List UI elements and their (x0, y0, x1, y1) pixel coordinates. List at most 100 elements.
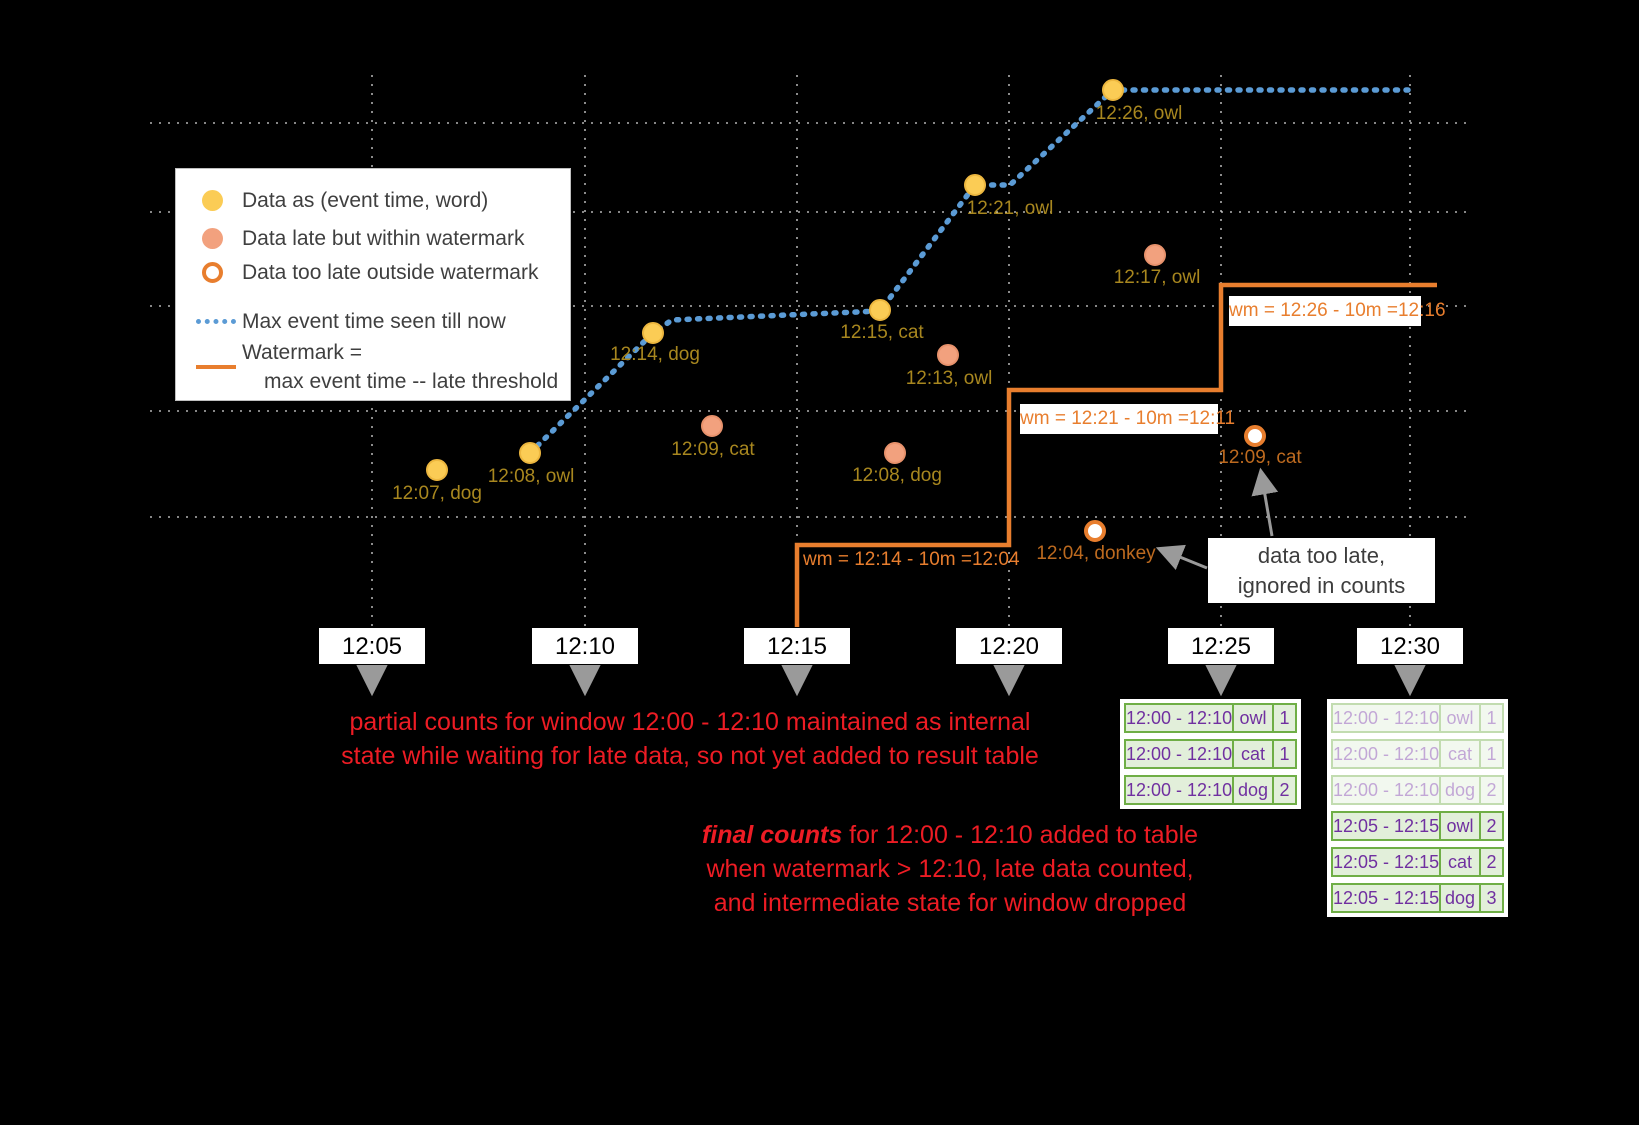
data-point-event (964, 174, 986, 196)
legend-label: Data as (event time, word) (242, 189, 489, 212)
event-dot-swatch (202, 190, 223, 211)
count-cell: 2 (1479, 847, 1504, 877)
window-cell: 12:00 - 12:10 (1124, 739, 1234, 769)
axis-tick-12-30: 12:30 (1357, 628, 1463, 664)
window-cell: 12:05 - 12:15 (1331, 883, 1441, 913)
word-cell: cat (1439, 847, 1481, 877)
data-point-label: 12:07, dog (392, 483, 482, 504)
table-row: 12:00 - 12:10 cat 1 (1124, 739, 1297, 769)
table-row: 12:00 - 12:10 dog 2 (1124, 775, 1297, 805)
legend-label: Data too late outside watermark (242, 261, 539, 284)
legend-label: Max event time seen till now (242, 310, 506, 333)
data-point-label: 12:21, owl (966, 198, 1054, 219)
max-event-line-swatch (196, 319, 236, 324)
result-table-final: 12:00 - 12:10 owl 1 12:00 - 12:10 cat 1 … (1327, 699, 1508, 917)
partial-counts-note: partial counts for window 12:00 - 12:10 … (240, 705, 1140, 773)
final-counts-emphasis: final counts (701, 821, 843, 849)
data-point-event (642, 322, 664, 344)
data-point-event (869, 299, 891, 321)
count-cell: 1 (1272, 703, 1297, 733)
legend: Data as (event time, word) Data late but… (175, 168, 571, 401)
watermark-label-2: wm = 12:21 - 10m =12:11 (1020, 404, 1235, 434)
word-cell: owl (1439, 703, 1481, 733)
data-point-event (519, 442, 541, 464)
data-point-label: 12:04, donkey (1036, 543, 1156, 564)
callout-line: data too late, (1257, 543, 1386, 568)
axis-tick-12-10: 12:10 (532, 628, 638, 664)
watermark-line-swatch (196, 365, 236, 369)
axis-tick-12-15: 12:15 (744, 628, 850, 664)
data-point-label: 12:26, owl (1095, 103, 1183, 124)
note-line-rest: for 12:00 - 12:10 added to table (842, 821, 1199, 849)
data-point-late (1144, 244, 1166, 266)
max-event-time-line (527, 87, 1418, 456)
window-cell: 12:00 - 12:10 (1331, 703, 1441, 733)
window-cell: 12:00 - 12:10 (1124, 703, 1234, 733)
axis-tick-12-05: 12:05 (319, 628, 425, 664)
legend-label: max event time -- late threshold (264, 370, 559, 393)
word-cell: dog (1232, 775, 1274, 805)
count-cell: 1 (1479, 739, 1504, 769)
word-cell: owl (1439, 811, 1481, 841)
window-cell: 12:00 - 12:10 (1124, 775, 1234, 805)
word-cell: cat (1439, 739, 1481, 769)
note-line: partial counts for window 12:00 - 12:10 … (349, 708, 1031, 736)
legend-label: Watermark = (242, 341, 362, 364)
too-late-callout: data too late, ignored in counts (1208, 538, 1435, 603)
data-point-too-late (1244, 425, 1266, 447)
watermark-step-line (794, 282, 1437, 627)
table-row: 12:00 - 12:10 cat 1 (1331, 739, 1504, 769)
data-point-too-late (1084, 520, 1106, 542)
watermark-label-1: wm = 12:14 - 10m =12:04 (803, 549, 1020, 570)
word-cell: owl (1232, 703, 1274, 733)
note-line: state while waiting for late data, so no… (341, 742, 1039, 770)
legend-label: Data late but within watermark (242, 227, 525, 250)
table-row: 12:00 - 12:10 owl 1 (1331, 703, 1504, 733)
table-row: 12:00 - 12:10 owl 1 (1124, 703, 1297, 733)
table-row: 12:00 - 12:10 dog 2 (1331, 775, 1504, 805)
window-cell: 12:00 - 12:10 (1331, 775, 1441, 805)
word-cell: cat (1232, 739, 1274, 769)
result-table-partial: 12:00 - 12:10 owl 1 12:00 - 12:10 cat 1 … (1120, 699, 1301, 809)
count-cell: 2 (1272, 775, 1297, 805)
data-point-label: 12:13, owl (905, 368, 993, 389)
data-point-event (1102, 79, 1124, 101)
word-cell: dog (1439, 775, 1481, 805)
word-cell: dog (1439, 883, 1481, 913)
count-cell: 2 (1479, 775, 1504, 805)
axis-tick-12-20: 12:20 (956, 628, 1062, 664)
data-point-label: 12:09, cat (1218, 447, 1302, 468)
window-cell: 12:00 - 12:10 (1331, 739, 1441, 769)
data-point-event (426, 459, 448, 481)
count-cell: 3 (1479, 883, 1504, 913)
callout-arrows (1155, 467, 1279, 570)
note-line: final counts for 12:00 - 12:10 added to … (690, 818, 1210, 852)
data-point-label: 12:14, dog (610, 344, 700, 365)
too-late-dot-swatch (202, 262, 223, 283)
window-cell: 12:05 - 12:15 (1331, 811, 1441, 841)
callout-line: ignored in counts (1237, 573, 1406, 598)
late-dot-swatch (202, 228, 223, 249)
data-point-late (937, 344, 959, 366)
table-row: 12:05 - 12:15 dog 3 (1331, 883, 1504, 913)
count-cell: 1 (1272, 739, 1297, 769)
watermark-label-3: wm = 12:26 - 10m =12:16 (1229, 296, 1446, 326)
data-point-label: 12:09, cat (671, 439, 755, 460)
axis-tick-12-25: 12:25 (1168, 628, 1274, 664)
data-point-label: 12:08, dog (852, 465, 942, 486)
table-row: 12:05 - 12:15 cat 2 (1331, 847, 1504, 877)
window-cell: 12:05 - 12:15 (1331, 847, 1441, 877)
note-line: and intermediate state for window droppe… (713, 889, 1187, 917)
table-row: 12:05 - 12:15 owl 2 (1331, 811, 1504, 841)
data-point-label: 12:17, owl (1113, 267, 1201, 288)
data-point-label: 12:15, cat (840, 322, 924, 343)
note-line: when watermark > 12:10, late data counte… (706, 855, 1194, 883)
data-point-late (701, 415, 723, 437)
count-cell: 1 (1479, 703, 1504, 733)
tick-arrows (356, 664, 1426, 697)
count-cell: 2 (1479, 811, 1504, 841)
data-point-label: 12:08, owl (487, 466, 575, 487)
final-counts-note: final counts for 12:00 - 12:10 added to … (690, 818, 1210, 920)
